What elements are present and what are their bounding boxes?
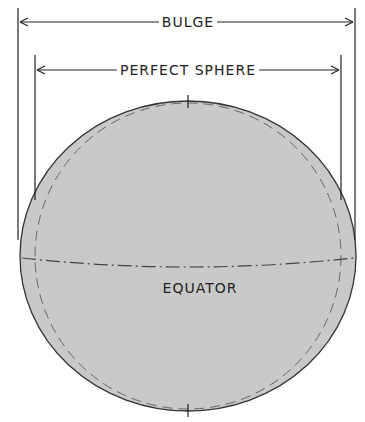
pole-tick: [187, 95, 188, 108]
extension-line: [340, 55, 341, 200]
bulging-sphere: [20, 101, 356, 411]
perfect-sphere-outline: [35, 103, 341, 409]
arrowhead: [345, 18, 353, 26]
equator-line: [22, 258, 354, 267]
arrowhead: [20, 18, 28, 26]
extension-line: [34, 55, 35, 200]
sphere-shape: EQUATOR: [20, 98, 356, 414]
arrowhead: [37, 66, 45, 74]
region-label: EQUATOR: [163, 280, 238, 296]
pole-tick: [187, 404, 188, 417]
sphere-drawing: [20, 98, 356, 414]
dimension-label: PERFECT SPHERE: [117, 62, 259, 78]
arrowhead: [331, 66, 339, 74]
extension-line: [17, 8, 18, 240]
extension-line: [354, 8, 355, 240]
dimension-label: BULGE: [159, 14, 217, 30]
